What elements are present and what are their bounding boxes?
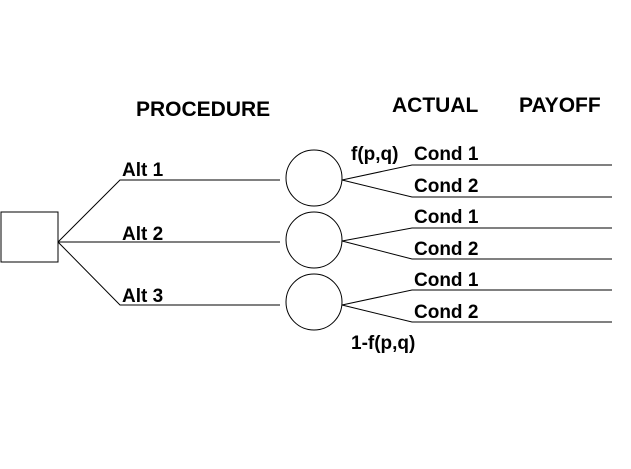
branch-cond-3-2 <box>341 304 612 323</box>
chance-node-2 <box>285 211 343 269</box>
alt-1-label: Alt 1 <box>122 160 164 181</box>
cond-label-2-1: Cond 1 <box>414 207 479 228</box>
branch-cond-3-1 <box>341 289 612 306</box>
branch-cond-1-1 <box>341 164 612 181</box>
branch-alt-1 <box>57 179 280 243</box>
branch-cond-2-1 <box>341 227 612 242</box>
cond-label-2-2: Cond 2 <box>414 239 478 260</box>
probability-top-label: f(p,q) <box>351 144 398 165</box>
cond-label-3-2: Cond 2 <box>414 302 478 323</box>
cond-label-1-1: Cond 1 <box>414 144 479 165</box>
payoff-header: PAYOFF <box>519 94 601 117</box>
branch-alt-3 <box>57 241 280 306</box>
chance-node-3 <box>285 273 343 331</box>
alt-2-label: Alt 2 <box>122 224 163 245</box>
branch-cond-1-2 <box>341 179 612 198</box>
decision-node <box>0 211 59 263</box>
cond-label-3-1: Cond 1 <box>414 270 479 291</box>
actual-header: ACTUAL <box>392 94 478 117</box>
branch-cond-2-2 <box>341 240 612 260</box>
cond-label-1-2: Cond 2 <box>414 176 478 197</box>
alt-3-label: Alt 3 <box>122 286 163 307</box>
procedure-header: PROCEDURE <box>136 98 270 121</box>
probability-bottom-label: 1-f(p,q) <box>351 333 415 354</box>
chance-node-1 <box>285 149 343 207</box>
